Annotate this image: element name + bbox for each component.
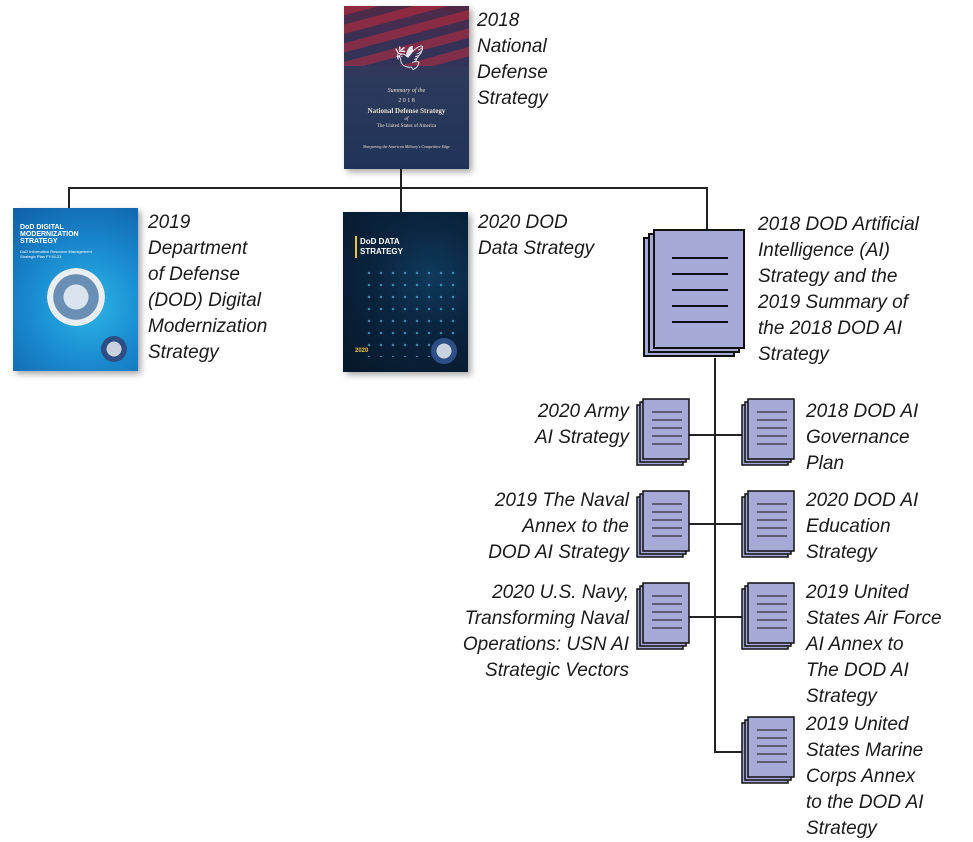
national-defense-strategy-cover: 🕊 Summary of the 2 0 1 8 National Defens… <box>344 6 469 169</box>
connector-row1 <box>688 434 742 436</box>
cover-line2: 2 0 1 8 <box>398 98 415 104</box>
connector-ai-trunk <box>714 358 716 752</box>
cover-line1: Summary of the <box>387 88 426 94</box>
dod-seal-icon <box>101 336 127 362</box>
usn-ai-vectors-label: 2020 U.S. Navy, Transforming Naval Opera… <box>462 582 629 681</box>
ds-cover-year: 2020 <box>355 348 369 354</box>
ds-accent-bar <box>355 236 357 258</box>
naval-annex-label: 2019 The Naval Annex to the DOD AI Strat… <box>488 490 629 563</box>
ds-cover-title: DoD DATA STRATEGY <box>360 237 403 256</box>
connector-drop-ds <box>400 187 402 213</box>
ai-governance-label: 2018 DOD AI Governance Plan <box>806 401 919 474</box>
naval-annex-doc-icon <box>636 490 690 558</box>
ai-governance-doc-icon <box>741 398 795 466</box>
dm-label: 2019 Department of Defense (DOD) Digital… <box>148 212 268 363</box>
connector-row4 <box>714 751 742 753</box>
nds-label: 2018 National Defense Strategy <box>477 10 548 109</box>
connector-drop-dm <box>68 187 70 209</box>
army-ai-label: 2020 Army AI Strategy <box>535 401 629 448</box>
dm-cover-subtitle: DoD Information Resource Management Stra… <box>20 249 92 259</box>
marine-corps-annex-doc-icon <box>741 716 795 784</box>
eagle-icon: 🕊 <box>394 45 425 72</box>
usn-ai-vectors-doc-icon <box>636 582 690 650</box>
air-force-annex-doc-icon <box>741 582 795 650</box>
ai-strategy-label: 2018 DOD Artificial Intelligence (AI) St… <box>758 214 919 365</box>
ai-strategy-document-stack-icon <box>643 229 745 357</box>
connector-drop-ai <box>706 187 708 229</box>
digital-modernization-cover: DoD DIGITAL MODERNIZATION STRATEGY DoD I… <box>13 208 138 371</box>
connector-row3 <box>688 616 742 618</box>
ds-label: 2020 DOD Data Strategy <box>478 212 595 259</box>
ai-education-doc-icon <box>741 490 795 558</box>
cover-line6: Sharpening the American Military's Compe… <box>363 144 450 149</box>
flag-stripes <box>344 6 469 66</box>
connector-horizontal-branch <box>68 187 708 189</box>
data-strategy-cover: DoD DATA STRATEGY 2020 <box>343 212 468 372</box>
dod-seal-icon <box>431 338 457 364</box>
dm-cover-title: DoD DIGITAL MODERNIZATION STRATEGY <box>20 224 79 245</box>
connector-top-vertical <box>400 168 402 188</box>
connector-row2 <box>688 523 742 525</box>
cover-line5: The United States of America <box>376 124 437 129</box>
marine-corps-annex-label: 2019 United States Marine Corps Annex to… <box>806 714 924 839</box>
ai-education-label: 2020 DOD AI Education Strategy <box>806 490 919 563</box>
air-force-annex-label: 2019 United States Air Force AI Annex to… <box>806 582 942 707</box>
cover-line3: National Defense Strategy <box>367 107 446 115</box>
cover-line4: of <box>404 117 409 122</box>
army-ai-doc-icon <box>636 398 690 466</box>
dm-emblem <box>47 268 105 326</box>
